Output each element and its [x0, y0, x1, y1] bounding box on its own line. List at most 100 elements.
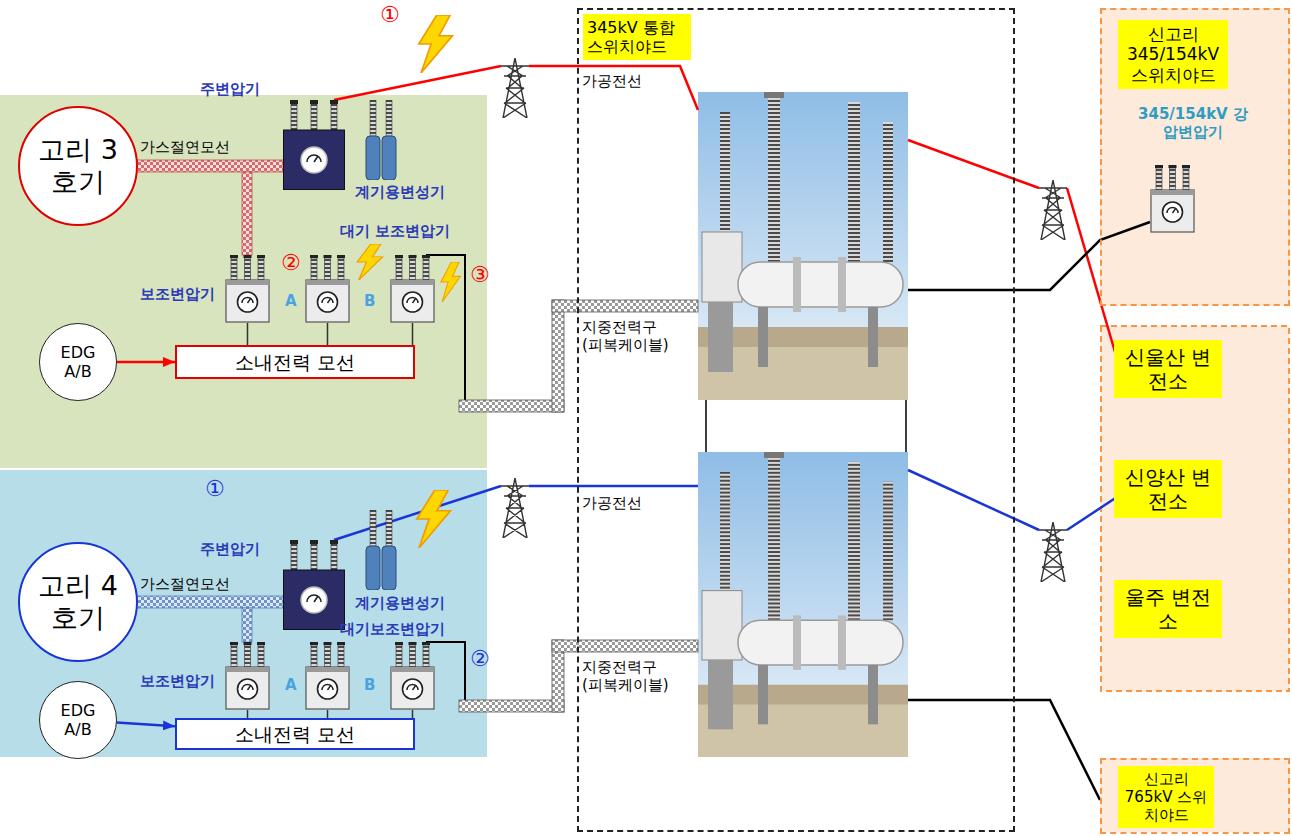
bus-feeder-wire — [327, 710, 329, 718]
main-transformer-symbol — [284, 540, 345, 630]
region-title: 345kV 통합 스위치야드 — [583, 14, 691, 60]
node-text: 신양산 변전소 — [1114, 465, 1222, 513]
transformer-symbol — [226, 642, 269, 709]
region-title: 신고리 765kV 스위치야드 — [1118, 766, 1214, 828]
fault-bolt — [357, 244, 383, 280]
main-transformer-symbol — [284, 100, 345, 190]
transmission-tower — [501, 58, 1067, 582]
bus-feeder-wire — [248, 323, 413, 718]
substation-area — [1100, 8, 1290, 306]
unit-letter: A — [285, 676, 297, 694]
unit-letter: B — [364, 676, 375, 694]
node-text: EDG A/B — [50, 343, 106, 381]
reactor-unit-circle: 고리 3호기 — [18, 106, 139, 227]
overhead-line — [908, 140, 1039, 188]
underground-cable — [552, 300, 698, 312]
bus-feeder-wire — [412, 710, 414, 718]
transformer-symbol — [391, 642, 434, 709]
transmission-tower — [1039, 180, 1067, 240]
equipment-label: 대기 보조변압기 — [340, 222, 450, 240]
unit-letter: A — [285, 292, 297, 310]
equipment-label: 주변압기 — [200, 540, 260, 558]
gas-insulated-bus — [133, 160, 283, 642]
node-text: 소내전력 모선 — [233, 723, 357, 746]
fault-bolt — [441, 262, 461, 302]
generator-circle: EDG A/B — [39, 681, 117, 759]
switchyard-photo — [698, 92, 908, 400]
callout-number: ① — [205, 476, 225, 502]
overhead-line — [1067, 188, 1120, 369]
bus-feeder-wire — [247, 710, 249, 718]
substation-box: 신울산 변전소 — [1114, 340, 1222, 398]
switchyard-region: 345kV 통합 스위치야드 — [577, 8, 1015, 832]
transmission-tower — [501, 478, 529, 538]
transformer-symbol — [391, 255, 434, 322]
underground-cable — [552, 640, 698, 652]
overhead-line — [908, 470, 1039, 530]
unit-letter: B — [364, 292, 375, 310]
power-bus-box: 소내전력 모선 — [175, 718, 415, 750]
line-label: 가공전선 — [582, 72, 642, 90]
overhead-line — [1067, 495, 1120, 530]
overhead-line — [334, 66, 501, 100]
transformer-symbol — [306, 642, 349, 709]
callout-number: ② — [470, 646, 490, 672]
equipment-label: 계기용변성기 — [355, 594, 445, 612]
overhead-line — [908, 700, 1100, 800]
power-feed-arrow — [117, 361, 175, 364]
transformer-symbol — [226, 165, 1194, 709]
bus-feeder-wire — [247, 323, 249, 345]
substation-region: 신고리 765kV 스위치야드 — [1100, 758, 1290, 834]
bus-label: 가스절연모선 — [140, 138, 230, 156]
node-text: 고리 4호기 — [33, 570, 123, 635]
equipment-label: 보조변압기 — [140, 285, 215, 303]
equipment-label: 대기보조변압기 — [340, 620, 445, 638]
callout-number: ① — [380, 2, 400, 28]
underground-cable — [426, 255, 698, 712]
bus-feeder-wire — [412, 323, 414, 345]
bus-feeder-wire — [327, 323, 329, 345]
node-text: EDG A/B — [50, 701, 106, 739]
power-bus-box: 소내전력 모선 — [175, 345, 415, 379]
gas-insulated-bus — [133, 160, 283, 172]
substation-box: 신양산 변전소 — [1114, 460, 1222, 518]
callout-number: ② — [281, 250, 301, 276]
node-text: 울주 변전소 — [1114, 585, 1222, 633]
transformer-symbol — [306, 255, 349, 322]
node-text: 신울산 변전소 — [1114, 345, 1222, 393]
reactor-unit-circle: 고리 4호기 — [18, 542, 139, 663]
instrument-transformer-symbol — [366, 100, 396, 180]
overhead-line — [529, 485, 698, 488]
substation-area — [1100, 758, 1290, 832]
bus-label: 가스절연모선 — [140, 575, 230, 593]
gas-insulated-bus — [242, 172, 252, 255]
region-title: 신고리 345/154kV 스위치야드 — [1118, 20, 1228, 89]
equipment-label: 보조변압기 — [140, 672, 215, 690]
substation-group-box — [1101, 326, 1289, 691]
transformer-symbol — [1151, 165, 1194, 232]
line-label: 가공전선 — [582, 494, 642, 512]
underground-cable — [426, 255, 465, 400]
equipment-label: 주변압기 — [200, 80, 260, 98]
overhead-line — [908, 222, 1150, 290]
instrument-transformer-symbol — [366, 510, 396, 590]
transmission-tower — [1039, 522, 1067, 582]
underground-cable — [459, 700, 564, 712]
fault-bolt — [417, 490, 451, 548]
unit3-area — [0, 95, 487, 468]
callout-number: ③ — [470, 262, 490, 288]
equipment-label: 계기용변성기 — [355, 183, 445, 201]
fault-bolt — [357, 15, 460, 548]
equipment-label: 345/154kV 강압변압기 — [1128, 101, 1258, 145]
switchyard-photo — [698, 452, 908, 757]
switchyard-photo — [698, 92, 908, 757]
overhead-line — [334, 486, 501, 540]
transformer-symbol — [226, 255, 269, 322]
overhead-line — [334, 66, 1150, 800]
cable-label: 지중전력구 (피복케이블) — [582, 658, 682, 694]
fault-bolt — [419, 15, 453, 73]
